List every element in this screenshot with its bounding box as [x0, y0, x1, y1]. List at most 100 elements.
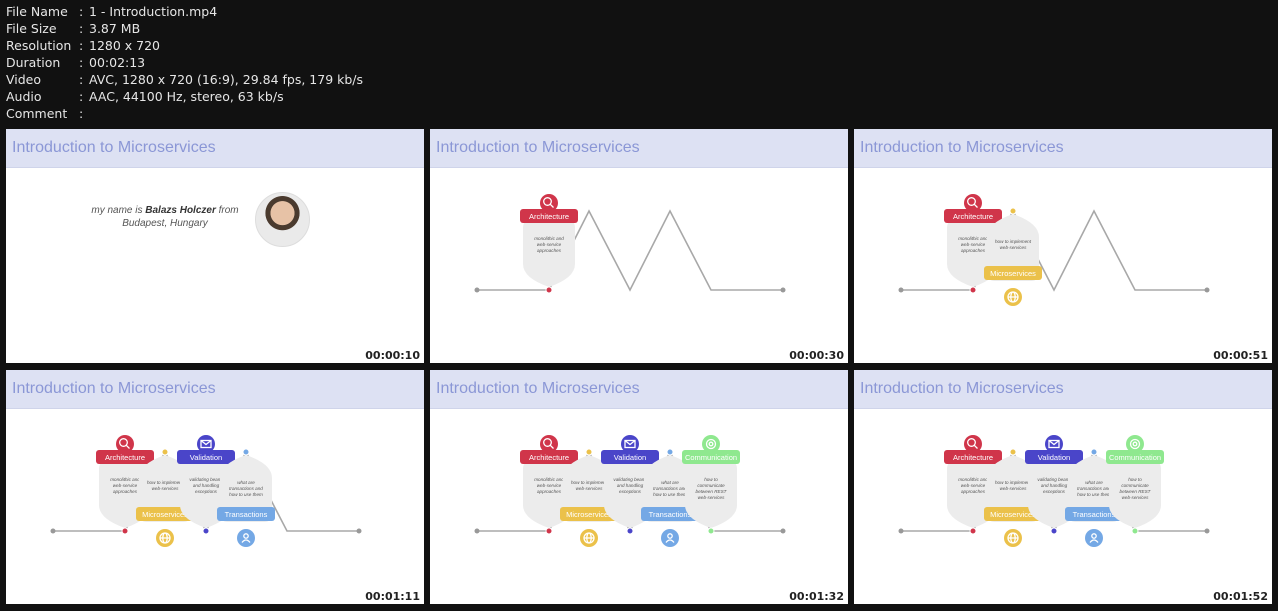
- node-label-pill: [641, 507, 699, 521]
- globe-icon: [1004, 529, 1022, 547]
- node-label: Transactions: [649, 510, 692, 519]
- meta-value: AVC, 1280 x 720 (16:9), 29.84 fps, 179 k…: [89, 72, 364, 87]
- node-description-line: how to use them: [229, 492, 263, 497]
- node-bubble: [523, 220, 575, 287]
- node-description-line: what are: [1085, 480, 1103, 485]
- node-label-pill: [601, 450, 659, 464]
- slide-title: Introduction to Microservices: [12, 380, 216, 397]
- timeline-diagram: monolithic andweb-serviceapproachesArchi…: [50, 435, 362, 547]
- timestamp: 00:00:30: [787, 349, 846, 362]
- slide-title: Introduction to Microservices: [12, 139, 216, 156]
- node-bubble: [987, 214, 1039, 281]
- node-description-line: how to: [704, 477, 718, 482]
- node-description-line: how to implement: [995, 239, 1032, 244]
- gear-icon: [1126, 435, 1144, 453]
- timeline-start-dot: [474, 528, 480, 534]
- node-label: Transactions: [1073, 510, 1116, 519]
- magnifier-icon: [964, 435, 982, 453]
- node-description-line: how to: [1128, 477, 1142, 482]
- node-description-line: approaches: [113, 489, 138, 494]
- node-bubble: [1109, 461, 1161, 528]
- timeline-diagram: monolithic andweb-serviceapproachesArchi…: [474, 435, 786, 547]
- timeline-node-dot: [161, 448, 169, 456]
- node-description-line: what are: [237, 480, 255, 485]
- timeline-node-dot: [545, 286, 553, 294]
- magnifier-icon: [964, 194, 982, 212]
- node-label: Microservices: [990, 269, 1036, 278]
- node-label: Communication: [685, 453, 737, 462]
- node-label-pill: [682, 450, 740, 464]
- node-label: Architecture: [105, 453, 145, 462]
- node-description-line: how to use them: [653, 492, 687, 497]
- envelope-icon: [621, 435, 639, 453]
- meta-separator: :: [79, 21, 84, 36]
- node-bubble: [220, 455, 272, 522]
- presenter-name: Balazs Holczer: [145, 205, 216, 216]
- timeline-start-dot: [898, 287, 904, 293]
- magnifier-icon: [540, 194, 558, 212]
- meta-key: File Size: [6, 21, 57, 36]
- meta-value: 00:02:13: [89, 55, 146, 70]
- meta-separator: :: [79, 38, 84, 53]
- node-description-line: validating beans: [613, 477, 647, 482]
- node-description-line: communicate: [1121, 483, 1149, 488]
- meta-key: File Name: [6, 4, 68, 19]
- node-label-pill: [984, 266, 1042, 280]
- meta-value: AAC, 44100 Hz, stereo, 63 kb/s: [89, 89, 284, 104]
- node-description-line: monolithic and: [958, 236, 988, 241]
- node-label-pill: [217, 507, 275, 521]
- globe-icon: [1004, 288, 1022, 306]
- video-thumbnail[interactable]: Introduction to Microservices monolithic …: [6, 370, 424, 604]
- node-bubble: [563, 455, 615, 522]
- node-description-line: what are: [661, 480, 679, 485]
- timeline-end-dot: [1204, 528, 1210, 534]
- node-description-line: and handling: [617, 483, 644, 488]
- node-description-line: transactions and: [653, 486, 687, 491]
- node-description-line: how to implement: [571, 480, 608, 485]
- node-description-line: approaches: [537, 489, 562, 494]
- node-description-line: web-services: [698, 495, 726, 500]
- node-label-pill: [177, 450, 235, 464]
- node-label-pill: [1025, 450, 1083, 464]
- node-description-line: web-services: [1000, 486, 1028, 491]
- node-description-line: monolithic and: [534, 477, 564, 482]
- timestamp: 00:01:52: [1211, 590, 1270, 603]
- node-bubble: [644, 455, 696, 522]
- timeline-node-dot: [707, 527, 715, 535]
- globe-icon: [156, 529, 174, 547]
- timeline-node-dot: [1009, 448, 1017, 456]
- video-thumbnail[interactable]: Introduction to Microservices monolithic …: [430, 370, 848, 604]
- timeline-end-dot: [356, 528, 362, 534]
- node-bubble: [139, 455, 191, 522]
- intro-post: from: [215, 205, 239, 216]
- node-label-pill: [96, 450, 154, 464]
- node-label: Communication: [1109, 453, 1161, 462]
- node-label-pill: [1065, 507, 1123, 521]
- node-label: Microservices: [990, 510, 1036, 519]
- node-description-line: web-service: [961, 242, 986, 247]
- meta-separator: :: [79, 4, 84, 19]
- node-description-line: approaches: [961, 248, 986, 253]
- timestamp: 00:01:11: [363, 590, 422, 603]
- timeline-start-dot: [898, 528, 904, 534]
- node-description-line: web-service: [537, 483, 562, 488]
- avatar: [255, 192, 310, 247]
- user-icon: [1085, 529, 1103, 547]
- node-microservices: how to implementweb-servicesMicroservice…: [984, 448, 1042, 547]
- slide-title: Introduction to Microservices: [436, 380, 640, 397]
- node-label: Transactions: [225, 510, 268, 519]
- magnifier-icon: [540, 435, 558, 453]
- slide-header: Introduction to Microservices: [430, 129, 848, 168]
- node-label: Architecture: [953, 453, 993, 462]
- timestamp: 00:01:32: [787, 590, 846, 603]
- node-description-line: monolithic and: [110, 477, 140, 482]
